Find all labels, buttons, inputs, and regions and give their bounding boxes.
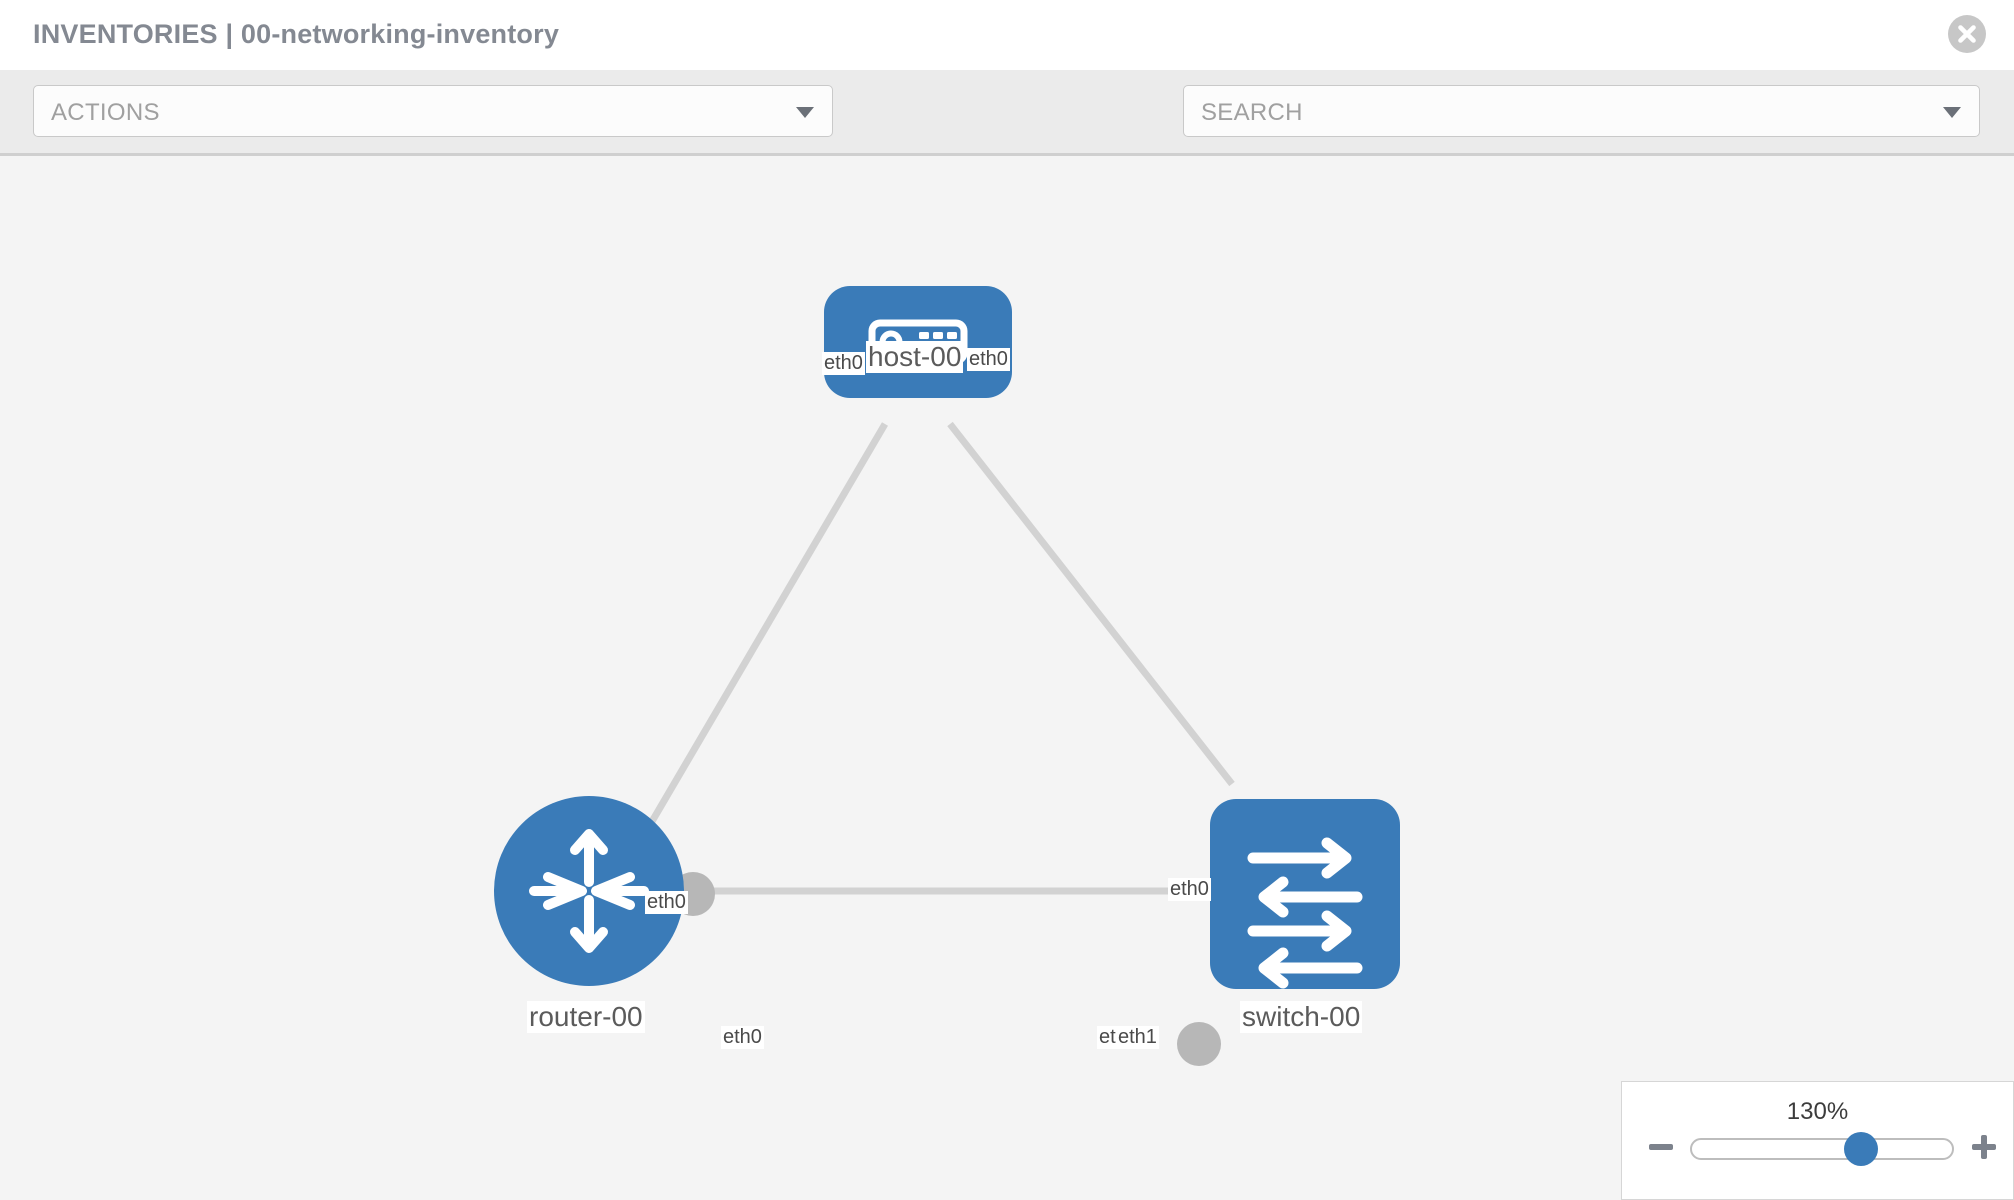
- page-header: INVENTORIES | 00-networking-inventory: [0, 0, 2014, 70]
- search-input[interactable]: SEARCH: [1183, 85, 1980, 137]
- minus-icon[interactable]: [1646, 1132, 1676, 1162]
- actions-dropdown[interactable]: ACTIONS: [33, 85, 833, 137]
- node-label-router-00: router-00: [527, 1001, 645, 1034]
- link-router-host[interactable]: [616, 422, 889, 878]
- edge-label-switch-upper: eth0: [1168, 878, 1211, 901]
- edge-label-router-upper: eth0: [645, 891, 688, 914]
- chevron-down-icon: [796, 107, 814, 118]
- zoom-control-panel: 130%: [1621, 1081, 2014, 1200]
- toolbar: ACTIONS: [0, 70, 2014, 198]
- plus-icon[interactable]: [1969, 1132, 1999, 1162]
- page-title: INVENTORIES | 00-networking-inventory: [33, 19, 560, 49]
- chevron-down-icon: [1943, 107, 1961, 118]
- edge-label-host-left: eth0: [822, 352, 865, 375]
- zoom-slider-track[interactable]: [1690, 1138, 1954, 1160]
- edge-label-host-right: eth0: [967, 348, 1010, 371]
- actions-dropdown-label: ACTIONS: [51, 99, 160, 126]
- node-label-host-00: host-00: [866, 341, 964, 374]
- switch-arrows-icon: [1247, 837, 1363, 989]
- topology-connectors: [585, 330, 1254, 1066]
- topology-links: [616, 421, 1235, 895]
- zoom-slider-thumb[interactable]: [1844, 1132, 1878, 1166]
- link-host-switch[interactable]: [947, 421, 1235, 787]
- node-router-00[interactable]: [494, 796, 684, 986]
- zoom-level-value: 130%: [1786, 1098, 1849, 1125]
- edge-label-switch-left: eth1: [1116, 1026, 1159, 1049]
- node-switch-00[interactable]: [1210, 799, 1400, 989]
- topology-graph: [494, 286, 1400, 1066]
- router-arrows-icon: [529, 829, 649, 953]
- connector-switch-left: [1177, 1022, 1221, 1066]
- topology-canvas[interactable]: host-00 router-00 switch-00 eth0 eth0 et…: [0, 156, 2014, 1200]
- close-icon[interactable]: [1948, 15, 1986, 53]
- search-placeholder: SEARCH: [1201, 99, 1303, 126]
- node-label-switch-00: switch-00: [1240, 1001, 1363, 1034]
- edge-label-router-right: eth0: [721, 1026, 764, 1049]
